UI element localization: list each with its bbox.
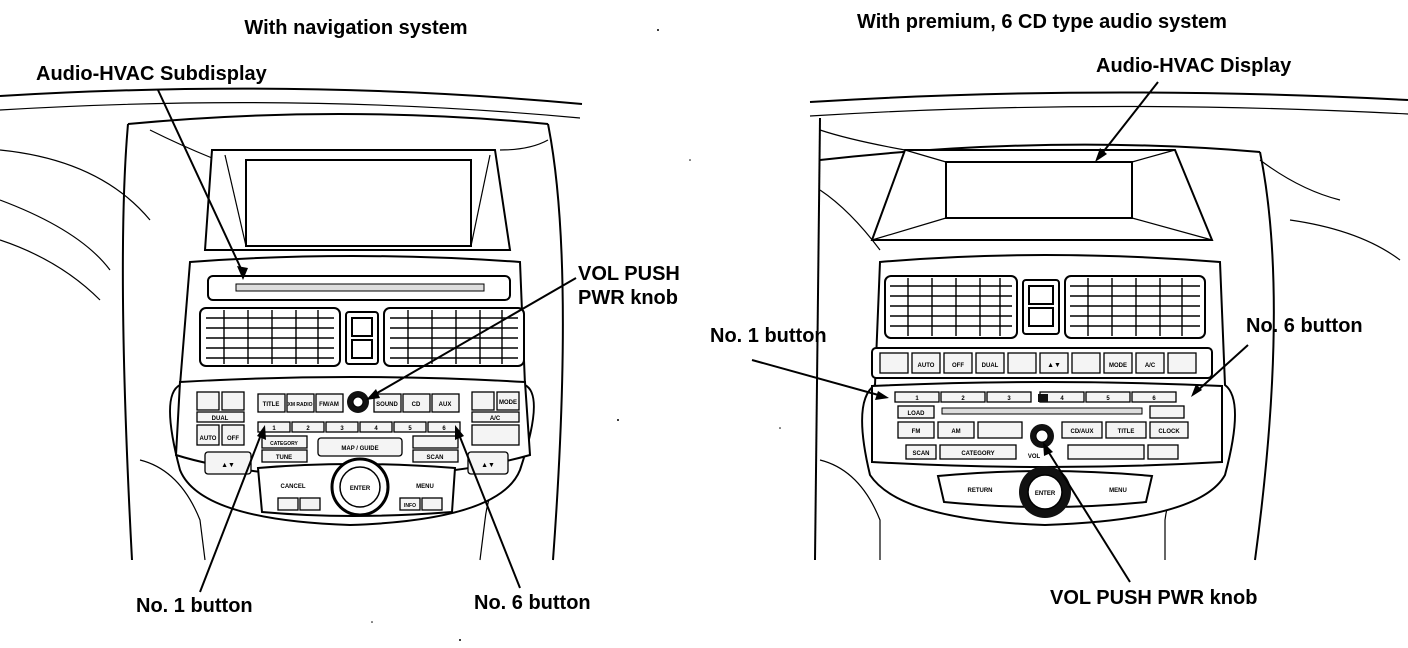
right-btn-clock[interactable]: CLOCK (1158, 429, 1180, 435)
right-heading: With premium, 6 CD type audio system (857, 11, 1227, 33)
left-preset-3[interactable]: 3 (340, 426, 344, 432)
left-btn-fmam[interactable]: FM/AM (319, 402, 339, 408)
left-label-no6: No. 6 button (474, 592, 591, 614)
right-btn-auto[interactable]: AUTO (918, 363, 935, 369)
right-preset-3[interactable]: 3 (1007, 396, 1011, 402)
right-preset-4[interactable]: 4 (1060, 396, 1064, 402)
left-preset-row: 1 2 3 4 5 6 (257, 421, 461, 433)
left-preset-4[interactable]: 4 (374, 426, 378, 432)
left-preset-2[interactable]: 2 (306, 426, 310, 432)
right-btn-menu[interactable]: MENU (1109, 488, 1127, 494)
left-btn-tune[interactable]: TUNE (276, 455, 292, 461)
right-label-no6: No. 6 button (1246, 315, 1363, 337)
svg-text:▲▼: ▲▼ (1047, 362, 1061, 369)
right-preset-5[interactable]: 5 (1106, 396, 1110, 402)
right-preset-2[interactable]: 2 (961, 396, 965, 402)
right-preset-1[interactable]: 1 (915, 396, 919, 402)
right-btn-ac[interactable]: A/C (1145, 363, 1156, 369)
right-panel: With premium, 6 CD type audio system (710, 11, 1408, 609)
right-btn-vol[interactable]: VOL (1028, 454, 1041, 460)
right-btn-dual[interactable]: DUAL (982, 363, 999, 369)
left-btn-ac[interactable]: A/C (490, 416, 501, 422)
left-panel: With navigation system (0, 17, 680, 617)
right-label-display: Audio-HVAC Display (1096, 55, 1292, 77)
right-btn-title[interactable]: TITLE (1118, 429, 1135, 435)
right-btn-am[interactable]: AM (951, 429, 960, 435)
left-btn-cancel[interactable]: CANCEL (281, 484, 306, 490)
left-btn-title-box[interactable] (257, 393, 286, 413)
left-preset-5[interactable]: 5 (408, 426, 412, 432)
right-btn-fm[interactable]: FM (912, 429, 921, 435)
left-btn-aux[interactable]: AUX (439, 402, 452, 408)
right-btn-cdaux[interactable]: CD/AUX (1070, 429, 1093, 435)
right-btn-scan[interactable]: SCAN (912, 451, 929, 457)
left-btn-mapguide[interactable]: MAP / GUIDE (341, 446, 378, 452)
svg-text:▲▼: ▲▼ (481, 462, 495, 469)
right-label-no1: No. 1 button (710, 325, 827, 347)
right-label-vol: VOL PUSH PWR knob (1050, 587, 1257, 609)
right-btn-load[interactable]: LOAD (908, 411, 926, 417)
left-btn-scan[interactable]: SCAN (426, 455, 443, 461)
scan-speckle (371, 29, 781, 641)
right-preset-6[interactable]: 6 (1152, 396, 1156, 402)
right-btn-mode[interactable]: MODE (1109, 363, 1127, 369)
left-label-vol-2: PWR knob (578, 287, 678, 309)
left-heading: With navigation system (244, 17, 467, 39)
left-label-vol-1: VOL PUSH (578, 263, 680, 285)
left-label-no1: No. 1 button (136, 595, 253, 617)
left-btn-dual[interactable]: DUAL (212, 416, 229, 422)
left-btn-menu[interactable]: MENU (416, 484, 434, 490)
right-btn-enter[interactable]: ENTER (1035, 491, 1056, 497)
left-btn-sound[interactable]: SOUND (376, 402, 398, 408)
left-btn-category[interactable]: CATEGORY (270, 441, 298, 447)
left-btn-info[interactable]: INFO (404, 503, 416, 509)
left-preset-6[interactable]: 6 (442, 426, 446, 432)
left-label-subdisplay: Audio-HVAC Subdisplay (36, 63, 268, 85)
left-btn-off[interactable]: OFF (227, 436, 239, 442)
left-btn-auto[interactable]: AUTO (200, 436, 217, 442)
left-btn-mode[interactable]: MODE (499, 400, 517, 406)
left-btn-enter[interactable]: ENTER (350, 486, 371, 492)
left-btn-xmradio[interactable]: XM RADIO (288, 402, 313, 408)
right-btn-category[interactable]: CATEGORY (961, 451, 994, 457)
left-preset-1[interactable]: 1 (272, 426, 276, 432)
left-btn-title[interactable]: TITLE (263, 402, 280, 408)
right-btn-return[interactable]: RETURN (968, 488, 993, 494)
svg-text:▲▼: ▲▼ (221, 462, 235, 469)
left-btn-cd[interactable]: CD (412, 402, 421, 408)
right-preset-row: 1 2 3 4 5 6 (894, 391, 1177, 403)
right-btn-off[interactable]: OFF (952, 363, 964, 369)
